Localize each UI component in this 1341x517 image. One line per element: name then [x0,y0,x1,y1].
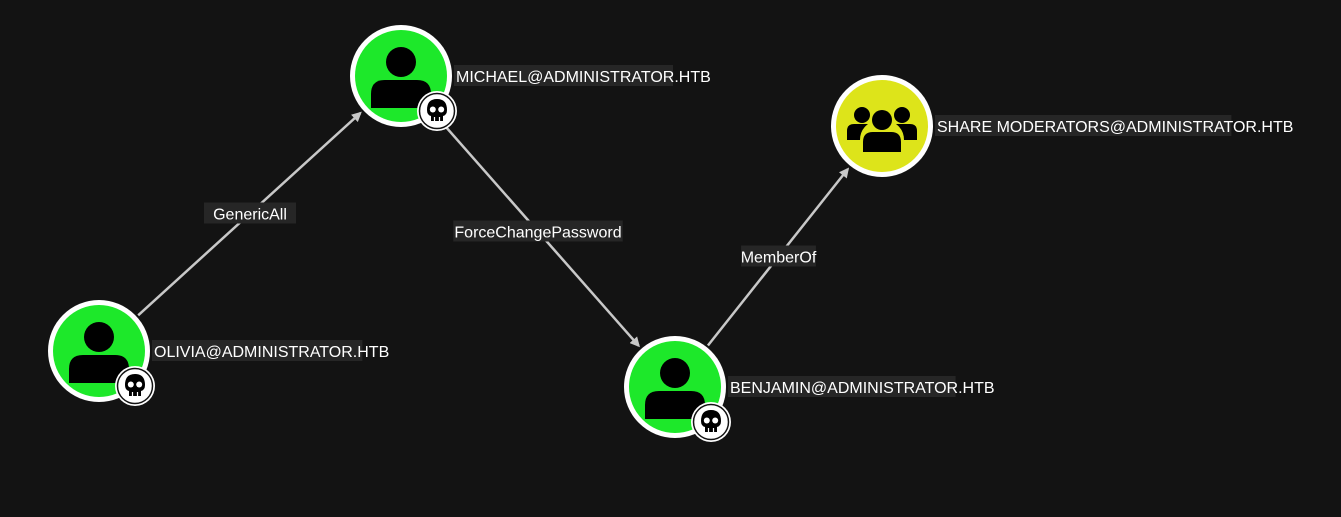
edge-label-bg [453,220,623,242]
edge-label-bg [204,202,296,224]
node-michael[interactable]: MICHAEL@ADMINISTRATOR.HTB [350,25,711,131]
node-label: SHARE MODERATORS@ADMINISTRATOR.HTB [937,119,1293,136]
nodes-layer: OLIVIA@ADMINISTRATOR.HTB MICHAEL@ADMINIST… [48,25,1293,442]
node-label: BENJAMIN@ADMINISTRATOR.HTB [730,380,995,397]
node-share-moderators[interactable]: SHARE MODERATORS@ADMINISTRATOR.HTB [831,75,1293,177]
node-label-bg [728,376,956,397]
skull-icon [115,366,155,406]
user-icon [371,47,431,108]
group-icon [847,107,917,152]
node-olivia[interactable]: OLIVIA@ADMINISTRATOR.HTB [48,300,389,406]
skull-icon [691,402,731,442]
edge-memberof[interactable]: MemberOf [706,167,850,347]
edge-forcechangepassword[interactable]: ForceChangePassword [435,114,640,348]
node-label: OLIVIA@ADMINISTRATOR.HTB [154,344,389,361]
edge-label: MemberOf [741,250,817,267]
skull-icon [417,91,457,131]
node-label: MICHAEL@ADMINISTRATOR.HTB [456,69,711,86]
edge-label: ForceChangePassword [454,225,621,242]
edge-label-bg [741,245,816,267]
edge-genericall[interactable]: GenericAll [137,111,362,317]
edge-label: GenericAll [213,207,287,224]
node-label-bg [454,65,673,86]
node-label-bg [152,340,363,361]
node-benjamin[interactable]: BENJAMIN@ADMINISTRATOR.HTB [624,336,995,442]
user-icon [69,322,129,383]
user-icon [645,358,705,419]
node-label-bg [935,115,1232,136]
